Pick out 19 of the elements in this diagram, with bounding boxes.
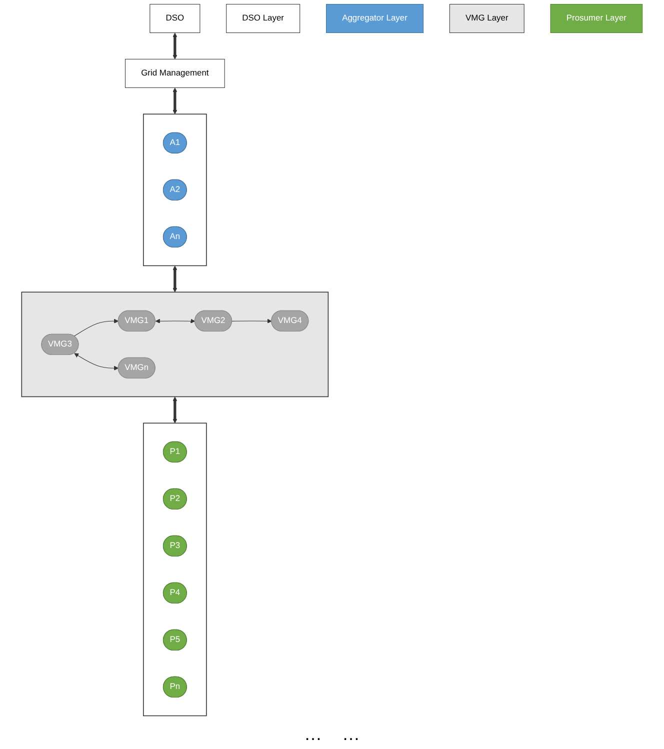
node-box: DSO Layer bbox=[226, 4, 300, 34]
ellipsis-text: … bbox=[342, 724, 360, 745]
arrow bbox=[232, 318, 272, 324]
arrow bbox=[74, 318, 119, 336]
node-box: Aggregator Layer bbox=[326, 4, 424, 34]
arrow bbox=[172, 266, 178, 292]
cluster bbox=[143, 114, 207, 266]
arrow bbox=[155, 318, 196, 324]
cluster bbox=[143, 422, 207, 716]
arrow bbox=[172, 396, 178, 424]
arrow bbox=[74, 353, 119, 370]
node-box: DSO bbox=[150, 4, 200, 34]
node-box: Prosumer Layer bbox=[550, 4, 643, 34]
node-box: Grid Management bbox=[124, 58, 225, 88]
arrow bbox=[172, 32, 178, 60]
arrow bbox=[172, 88, 178, 114]
cluster bbox=[21, 292, 329, 398]
node-box: VMG Layer bbox=[449, 4, 524, 34]
ellipsis-text: … bbox=[304, 724, 322, 745]
